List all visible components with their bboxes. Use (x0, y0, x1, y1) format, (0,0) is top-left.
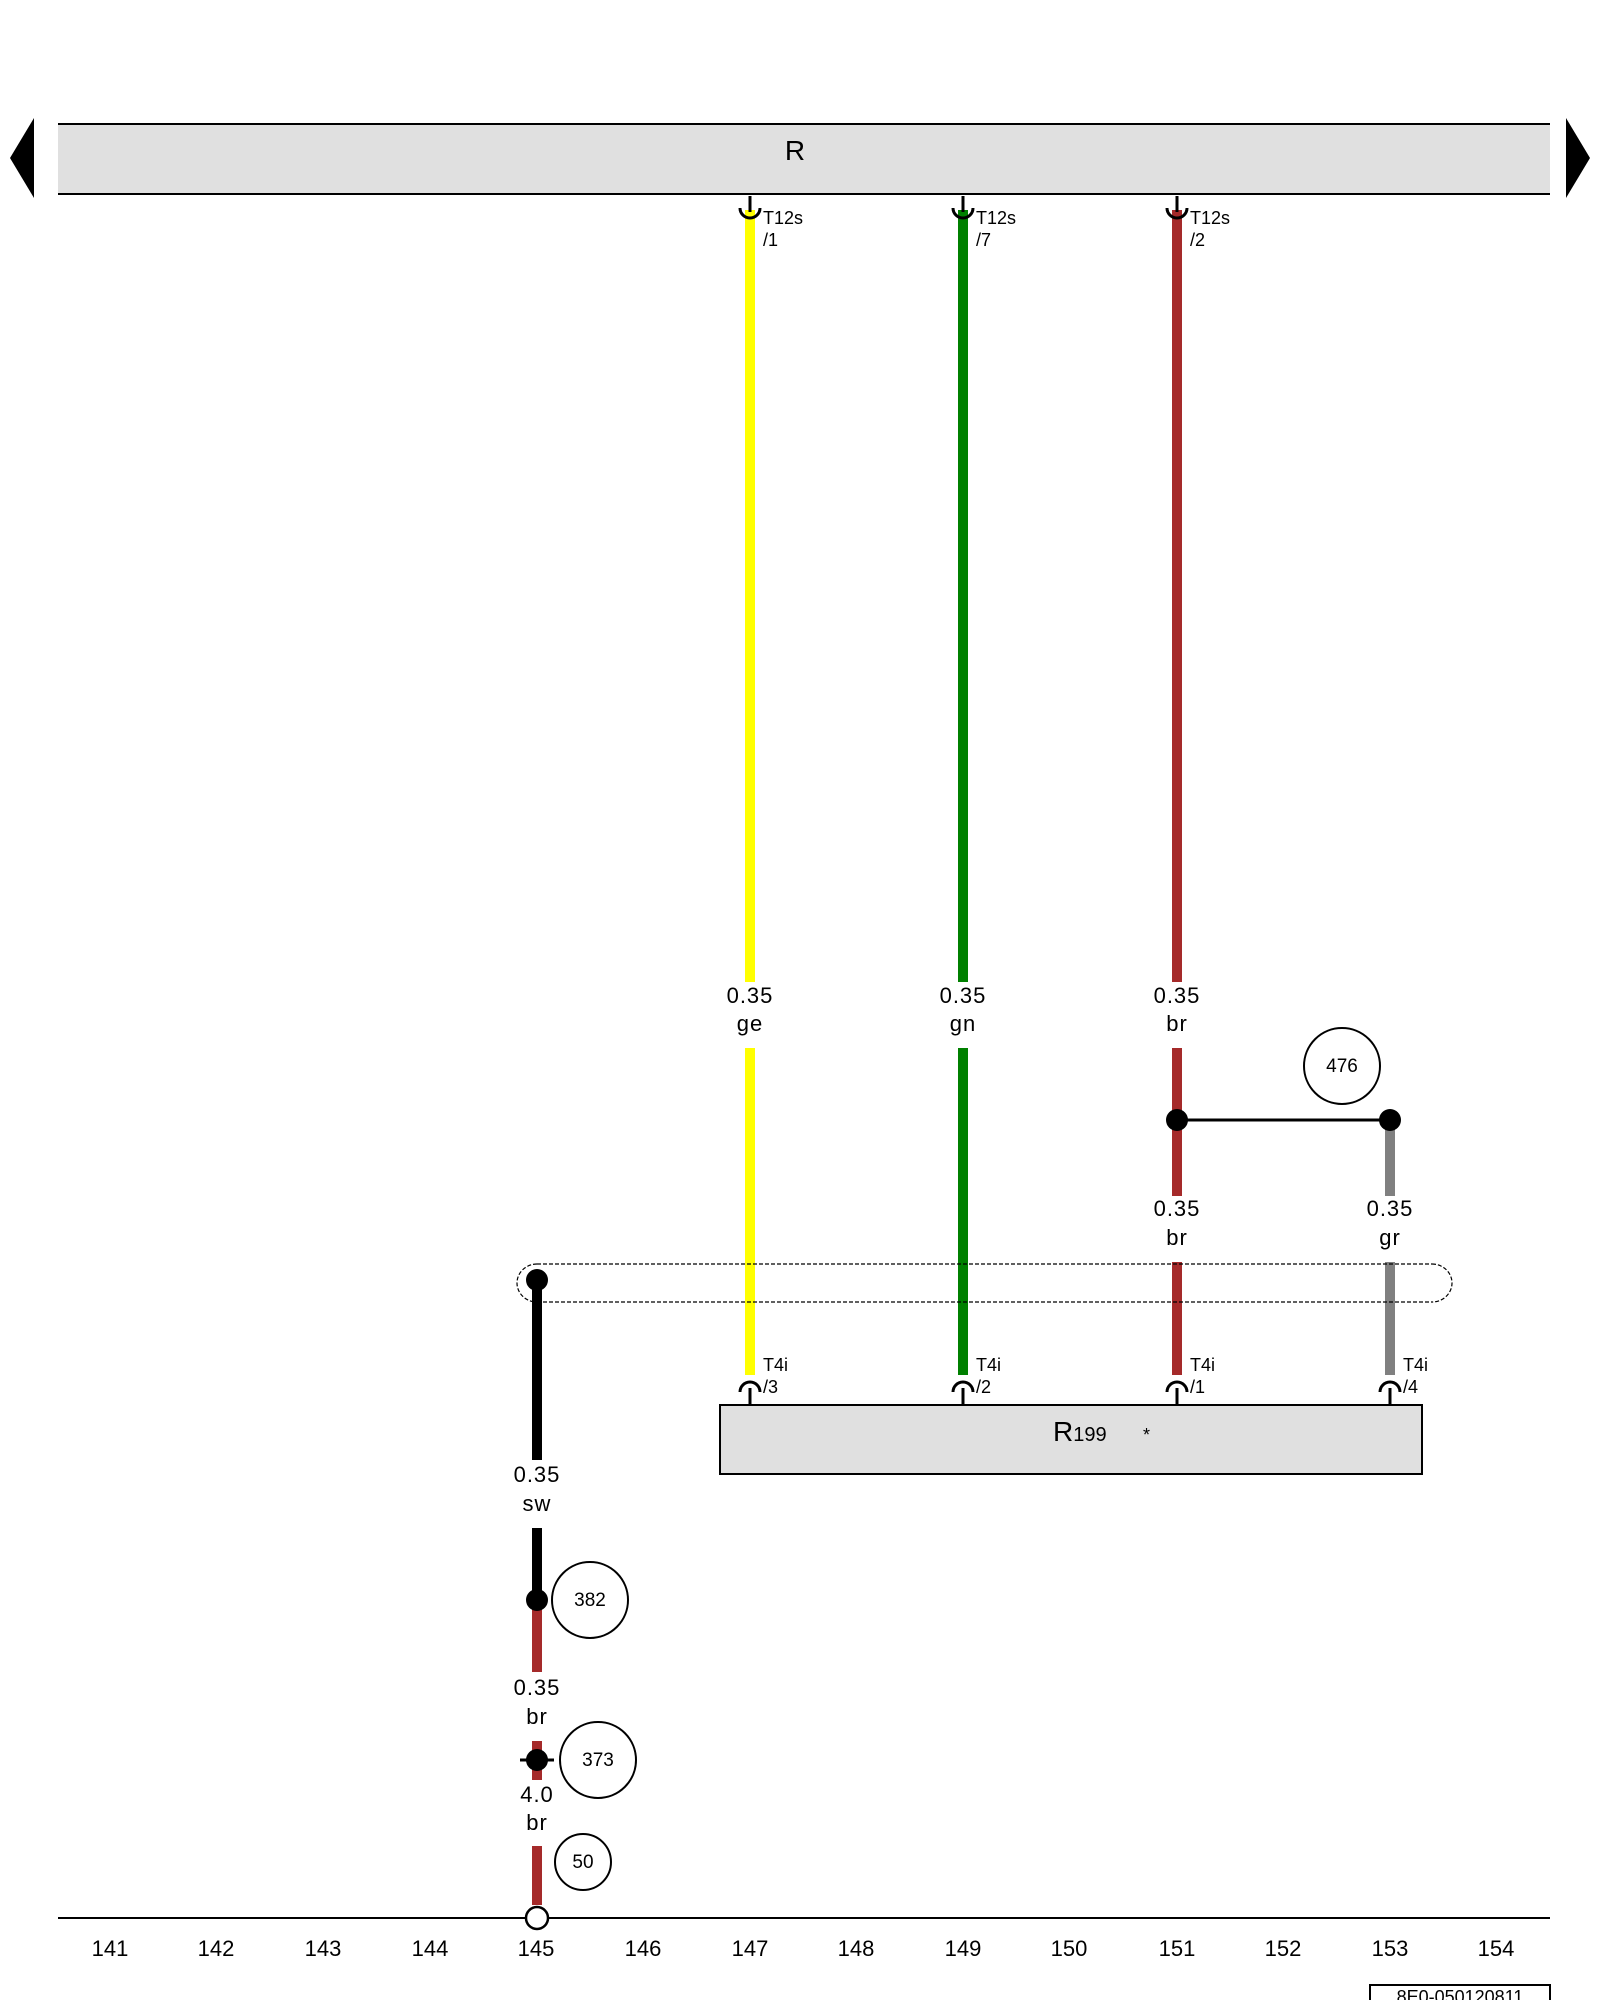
splice-382-node (526, 1589, 548, 1611)
connector-t4i-3-pin: /3 (763, 1377, 778, 1397)
wire-black-code: sw (523, 1491, 552, 1516)
connector-t12s-2-pin: /2 (1190, 230, 1205, 250)
footer-code-box: 8E0-050120811 (1369, 1984, 1551, 2000)
component-r199: R199 * (719, 1404, 1423, 1475)
connector-t12s-2-name: T12s (1190, 208, 1230, 228)
reference-373[interactable]: 373 (559, 1721, 637, 1799)
splice-476-node-right (1379, 1109, 1401, 1131)
track-number: 153 (1372, 1936, 1409, 1961)
connector-t12s-7-pin: /7 (976, 230, 991, 250)
component-r199-note: * (1143, 1425, 1150, 1445)
splice-476-node-left (1166, 1109, 1188, 1131)
wire-yellow-code: ge (737, 1011, 763, 1036)
reference-476[interactable]: 476 (1303, 1027, 1381, 1105)
reference-50[interactable]: 50 (554, 1833, 612, 1891)
reference-382[interactable]: 382 (551, 1561, 629, 1639)
wire-ground-thick-code: br (526, 1810, 548, 1835)
ground-point (524, 1905, 550, 1931)
connector-t4i-2-pin: /2 (976, 1377, 991, 1397)
wire-brown-upper-gauge: 0.35 (1154, 983, 1201, 1008)
track-number: 154 (1478, 1936, 1515, 1961)
component-r199-label: R199 (1053, 1416, 1107, 1447)
wire-brown-upper-code: br (1166, 1011, 1188, 1036)
connector-t12s-1-name: T12s (763, 208, 803, 228)
wire-ground-thin-gauge: 0.35 (514, 1675, 561, 1700)
wire-grey-code: gr (1379, 1225, 1401, 1250)
previous-page-arrow-icon[interactable] (10, 118, 34, 198)
bottom-connector-labels: T4i /3 T4i /2 T4i /1 T4i /4 (763, 1355, 1428, 1397)
cable-shield (516, 1263, 1453, 1303)
track-number: 150 (1051, 1936, 1088, 1961)
splice-373-node (520, 1749, 554, 1771)
connector-t4i-1-name: T4i (1190, 1355, 1215, 1375)
connector-t12s-1-pin: /1 (763, 230, 778, 250)
component-r-label: R (785, 135, 805, 166)
wire-ground-thick-gauge: 4.0 (520, 1782, 554, 1807)
connector-t4i-1-pin: /1 (1190, 1377, 1205, 1397)
wire-green-code: gn (950, 1011, 976, 1036)
reference-50-label: 50 (572, 1852, 593, 1873)
shield-node (526, 1269, 548, 1291)
wire-brown-lower-code: br (1166, 1225, 1188, 1250)
track-number: 148 (838, 1936, 875, 1961)
wire-ground-thin-code: br (526, 1704, 548, 1729)
track-number: 147 (732, 1936, 769, 1961)
top-connector-symbols (738, 196, 1189, 220)
track-number: 152 (1265, 1936, 1302, 1961)
connector-t4i-4-pin: /4 (1403, 1377, 1418, 1397)
track-number: 142 (198, 1936, 235, 1961)
track-number: 146 (625, 1936, 662, 1961)
next-page-arrow-icon[interactable] (1566, 118, 1590, 198)
wire-black-gauge: 0.35 (514, 1462, 561, 1487)
component-r: R (58, 123, 1550, 195)
track-number: 141 (92, 1936, 129, 1961)
wire-labels: 0.35 ge 0.35 gn 0.35 br 0.35 br 0.35 gr … (514, 983, 1414, 1835)
track-number: 149 (945, 1936, 982, 1961)
connector-t12s-7-name: T12s (976, 208, 1016, 228)
reference-476-label: 476 (1326, 1056, 1358, 1077)
wire-brown-lower-gauge: 0.35 (1154, 1196, 1201, 1221)
track-number: 144 (412, 1936, 449, 1961)
wire-green-gauge: 0.35 (940, 983, 987, 1008)
wire-yellow-gauge: 0.35 (727, 983, 774, 1008)
top-connector-labels: T12s /1 T12s /7 T12s /2 (763, 208, 1230, 250)
bottom-connector-symbols (738, 1380, 1402, 1405)
wire-grey-gauge: 0.35 (1367, 1196, 1414, 1221)
reference-382-label: 382 (574, 1590, 606, 1611)
reference-373-label: 373 (582, 1750, 614, 1771)
connector-t4i-3-name: T4i (763, 1355, 788, 1375)
connector-t4i-2-name: T4i (976, 1355, 1001, 1375)
track-number: 145 (518, 1936, 555, 1961)
track-numbers: 141 142 143 144 145 146 147 148 149 150 … (92, 1936, 1515, 1961)
reference-circles: 476 382 373 50 (551, 1027, 1381, 1891)
connector-t4i-4-name: T4i (1403, 1355, 1428, 1375)
track-number: 151 (1159, 1936, 1196, 1961)
track-number: 143 (305, 1936, 342, 1961)
footer-code: 8E0-050120811 (1397, 1987, 1524, 2000)
